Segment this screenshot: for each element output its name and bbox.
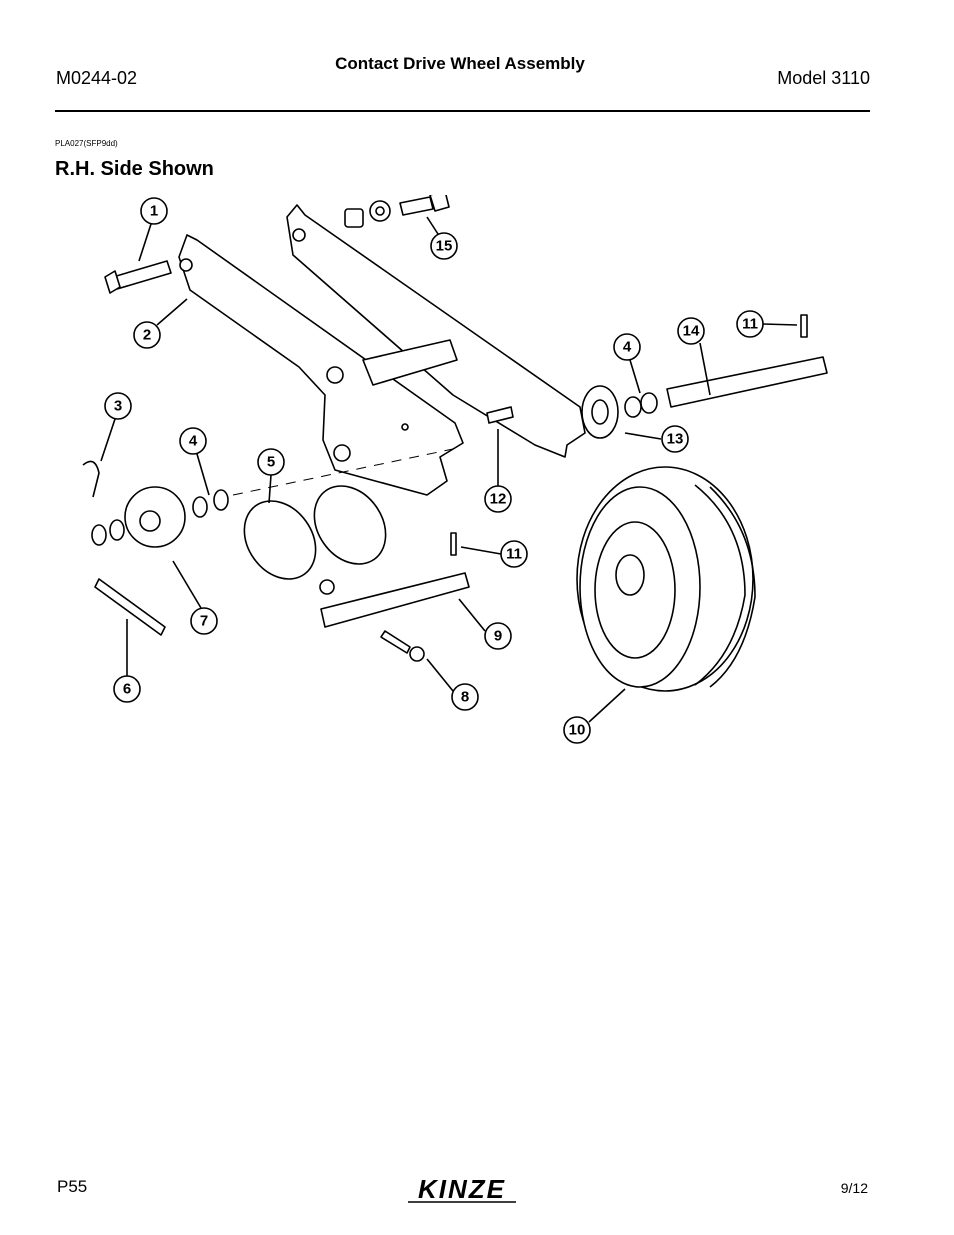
callout-11-top: 11 <box>742 316 758 333</box>
chain <box>94 578 166 636</box>
callout-12: 12 <box>490 491 507 508</box>
bolt-1 <box>112 260 172 290</box>
spring-left <box>243 500 317 580</box>
callout-1: 1 <box>150 203 158 220</box>
figure-code: PLA027(SFP9dd) <box>55 139 118 148</box>
callout-10: 10 <box>569 722 586 739</box>
callout-13: 13 <box>667 431 684 448</box>
callout-8: 8 <box>461 689 469 706</box>
axle <box>666 356 828 408</box>
callout-9: 9 <box>494 628 502 645</box>
kinze-logo: KINZE <box>408 1174 516 1204</box>
callout-11-lower: 11 <box>506 546 522 563</box>
document-code: M0244-02 <box>56 68 138 88</box>
page-title: Contact Drive Wheel Assembly <box>335 54 585 73</box>
page-number: P55 <box>57 1177 88 1196</box>
logo-text: KINZE <box>418 1174 506 1204</box>
pivot-pin <box>320 572 470 628</box>
callout-14: 14 <box>683 323 700 340</box>
spring-right <box>313 485 387 565</box>
callout-5: 5 <box>267 454 275 471</box>
parts-diagram: 1 2 3 4 5 4 14 11 13 12 11 9 7 8 6 10 15 <box>82 195 828 744</box>
section-title: R.H. Side Shown <box>55 158 214 180</box>
revision-date: 9/12 <box>840 1180 868 1196</box>
rear-arm <box>286 204 586 458</box>
callout-2: 2 <box>143 327 151 344</box>
front-arm <box>178 234 464 496</box>
callout-6: 6 <box>123 681 131 698</box>
callout-7: 7 <box>200 613 208 630</box>
header-divider <box>55 110 870 112</box>
callout-15: 15 <box>436 238 453 255</box>
callout-4-left: 4 <box>189 433 198 450</box>
callout-3: 3 <box>114 398 122 415</box>
callout-4-right: 4 <box>623 339 632 356</box>
crossbar <box>362 339 458 386</box>
model-label: Model 3110 <box>777 68 870 88</box>
bolt-15 <box>399 196 434 216</box>
